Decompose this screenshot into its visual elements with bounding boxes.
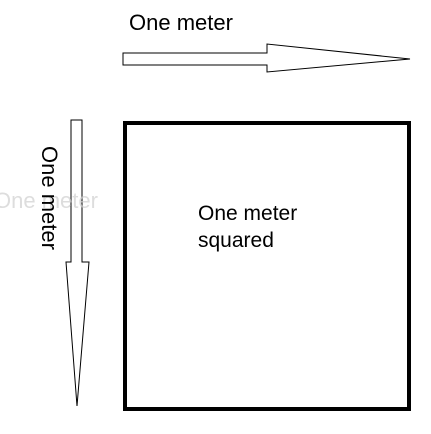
vertical-label: One meter <box>37 146 62 250</box>
square-label: One meter squared <box>198 200 338 254</box>
square-label-line-1: One meter <box>198 202 298 225</box>
vertical-arrow <box>65 119 90 407</box>
ghost-label: One meter <box>0 188 98 213</box>
horizontal-arrow <box>122 43 411 73</box>
horizontal-label: One meter <box>129 10 233 35</box>
square <box>123 121 411 411</box>
square-label-line-2: squared <box>198 229 274 252</box>
